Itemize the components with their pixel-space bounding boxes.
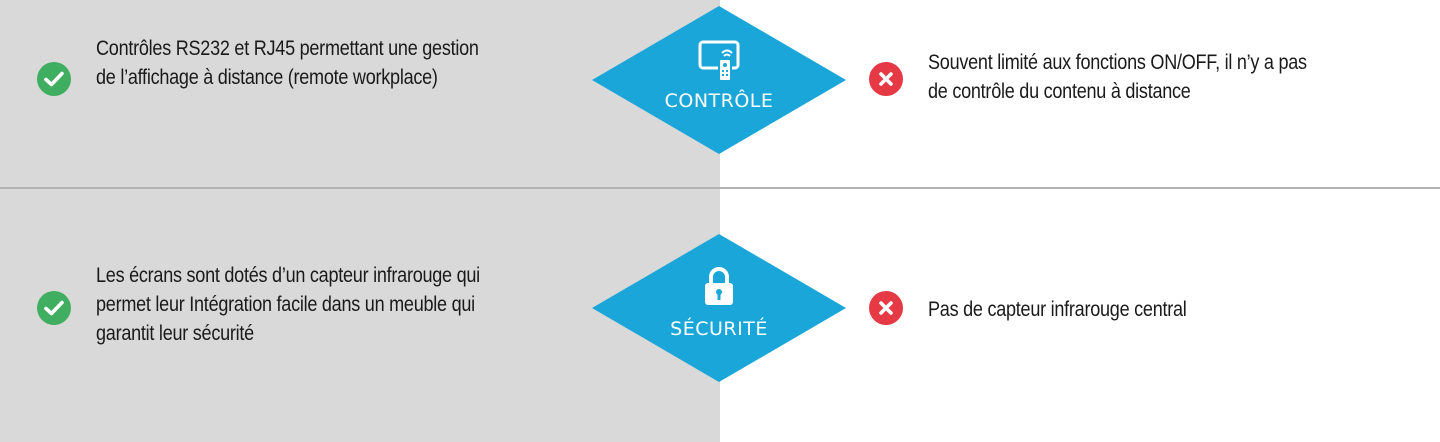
category-label: SÉCURITÉ: [670, 318, 768, 340]
con-text: Pas de capteur infrarouge central: [928, 295, 1187, 324]
pro-text: Contrôles RS232 et RJ45 permettant une g…: [96, 34, 479, 92]
check-icon: [37, 291, 71, 325]
cross-icon: [869, 62, 903, 96]
comparison-row-controle: Contrôles RS232 et RJ45 permettant une g…: [0, 0, 1440, 187]
pro-text-line: Les écrans sont dotés d’un capteur infra…: [96, 264, 480, 287]
comparison-row-securite: Les écrans sont dotés d’un capteur infra…: [0, 189, 1440, 442]
con-text-line: de contrôle du contenu à distance: [928, 80, 1191, 103]
category-diamond: CONTRÔLE: [592, 6, 846, 154]
row-divider: [0, 187, 1440, 189]
pro-text-line: Contrôles RS232 et RJ45 permettant une g…: [96, 37, 479, 60]
pro-text-line: permet leur Intégration facile dans un m…: [96, 293, 475, 316]
category-label: CONTRÔLE: [664, 90, 774, 112]
category-diamond: SÉCURITÉ: [592, 234, 846, 382]
con-text: Souvent limité aux fonctions ON/OFF, il …: [928, 48, 1307, 106]
check-icon: [37, 62, 71, 96]
padlock-icon: [703, 265, 735, 312]
con-text-line: Pas de capteur infrarouge central: [928, 298, 1187, 321]
left-panel-background: [0, 0, 720, 442]
pro-text: Les écrans sont dotés d’un capteur infra…: [96, 261, 480, 348]
con-text-line: Souvent limité aux fonctions ON/OFF, il …: [928, 51, 1307, 74]
cross-icon: [869, 291, 903, 325]
pro-text-line: garantit leur sécurité: [96, 322, 254, 345]
pro-text-line: de l’affichage à distance (remote workpl…: [96, 66, 438, 89]
remote-display-icon: [698, 39, 742, 88]
